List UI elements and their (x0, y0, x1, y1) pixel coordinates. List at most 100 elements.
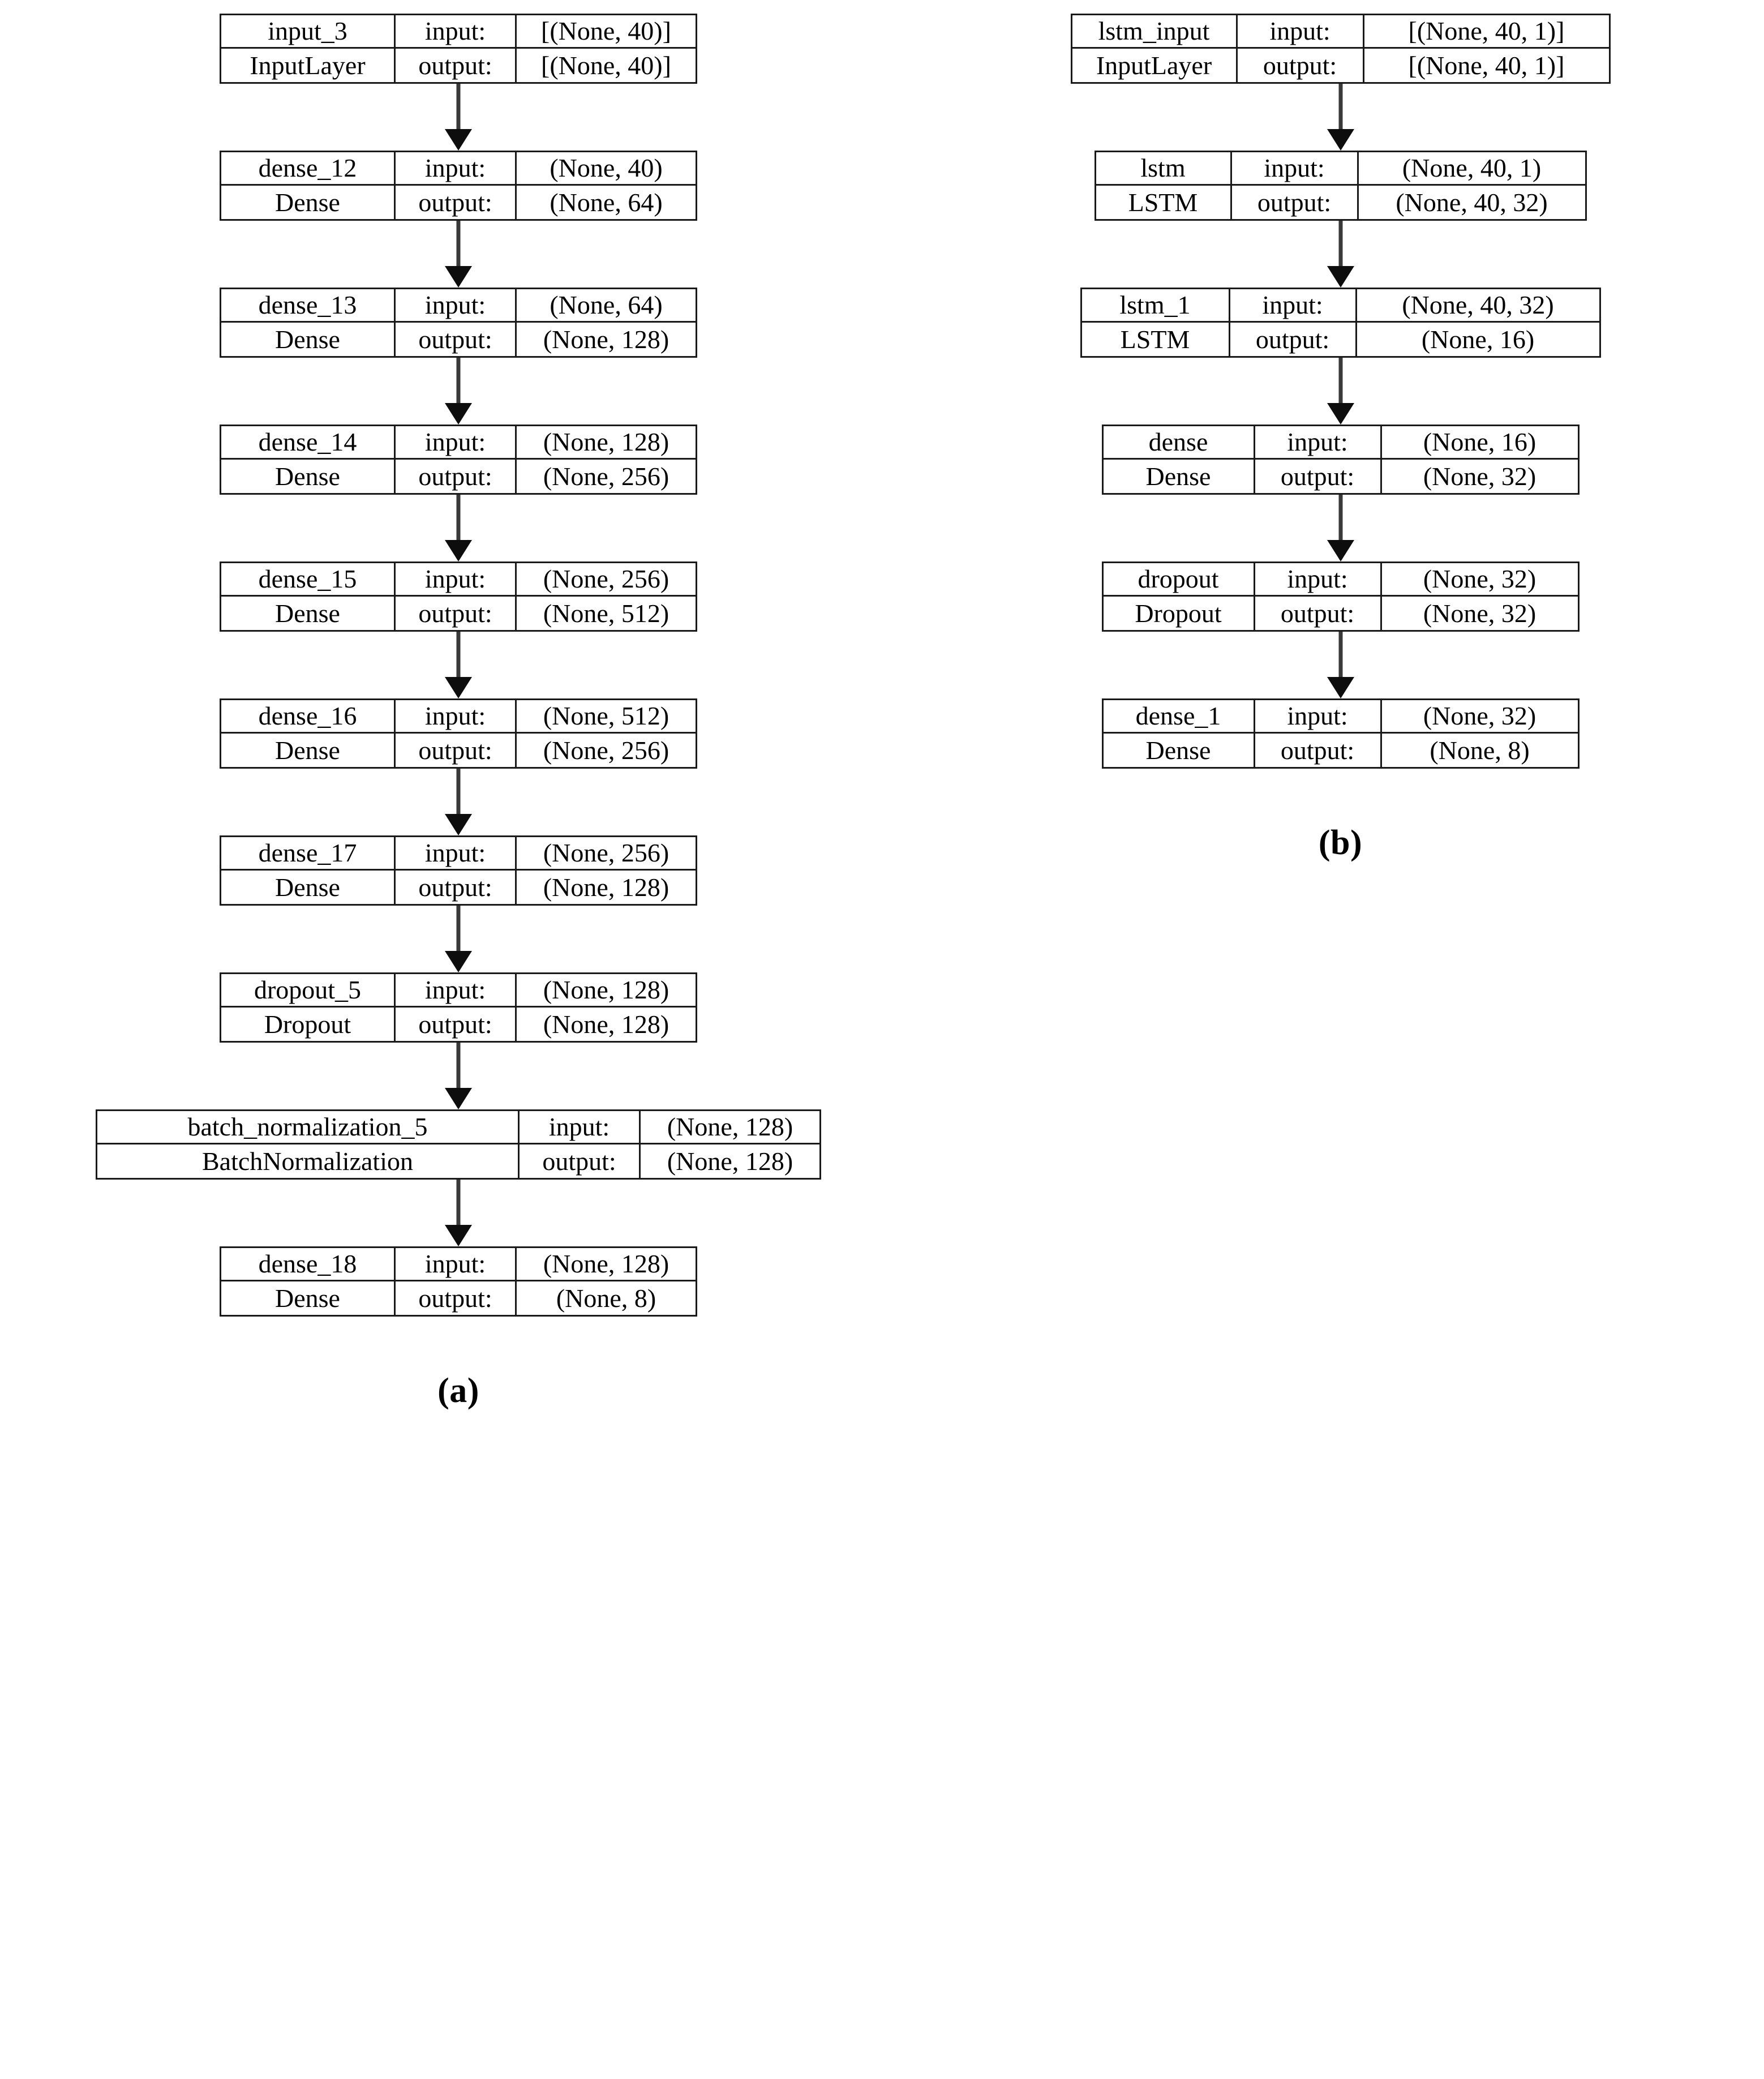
layer-type: Dense (1104, 460, 1255, 493)
input-label: input: (396, 563, 517, 597)
arrow-head (1327, 540, 1354, 561)
arrow-head (445, 951, 472, 972)
output-label: output: (520, 1144, 641, 1178)
layer-type: Dense (221, 597, 396, 630)
input-label: input: (396, 426, 517, 460)
flow-arrow-icon (1327, 358, 1354, 425)
input-shape: (None, 128) (641, 1111, 819, 1144)
flow-arrow-icon (445, 769, 472, 835)
flow-arrow-icon (445, 358, 472, 425)
output-label: output: (396, 1281, 517, 1315)
arrow-shaft (456, 221, 461, 273)
layer-type: Dropout (221, 1008, 396, 1041)
input-shape: (None, 128) (517, 426, 696, 460)
arrow-shaft (456, 1043, 461, 1095)
output-shape: [(None, 40, 1)] (1408, 50, 1565, 80)
arrow-head (445, 540, 472, 561)
flow-arrow-icon (445, 495, 472, 561)
arrow-shaft (456, 632, 461, 684)
layer-type: BatchNormalization (97, 1144, 520, 1178)
layer-name: dense_17 (221, 837, 396, 871)
output-shape: (None, 512) (543, 598, 669, 628)
output-label: output: (396, 1008, 517, 1041)
layer-type: Dense (221, 186, 396, 219)
layer-type: InputLayer (1072, 49, 1238, 82)
output-label: output: (396, 186, 517, 219)
input-shape: (None, 40, 32) (1357, 289, 1599, 323)
arrow-head (445, 814, 472, 835)
layer-name: dense (1103, 426, 1255, 460)
arrow-head (445, 1088, 472, 1109)
output-shape: (None, 40, 32) (1396, 187, 1548, 217)
flow-arrow-icon (1327, 495, 1354, 561)
panel-b-caption: (b) (1318, 824, 1363, 862)
flow-arrow-icon (445, 1043, 472, 1109)
arrow-shaft (1338, 221, 1342, 273)
input-label: input: (396, 15, 517, 49)
arrow-shaft (456, 906, 461, 958)
layer-type: Dense (221, 323, 396, 356)
output-label: output: (1238, 49, 1364, 82)
layer-type: Dense (1104, 734, 1255, 767)
output-shape: (None, 64) (550, 187, 663, 217)
layer-type: LSTM (1082, 323, 1230, 356)
arrow-head (445, 677, 472, 698)
input-label: input: (396, 837, 517, 871)
layer-name: dropout_5 (221, 974, 396, 1008)
output-shape: (None, 256) (543, 461, 669, 491)
arrow-shaft (456, 358, 461, 410)
output-label: output: (396, 734, 517, 767)
layer-name: dense_13 (221, 289, 396, 323)
input-label: input: (1237, 15, 1364, 49)
layer-name: dropout (1103, 563, 1255, 597)
layer-type: Dropout (1104, 597, 1255, 630)
input-shape: (None, 32) (1381, 563, 1578, 597)
output-shape: (None, 128) (543, 324, 669, 354)
output-label: output: (1230, 323, 1357, 356)
output-label: output: (1232, 186, 1359, 219)
layer-type: Dense (221, 1281, 396, 1315)
layer-name: dense_12 (221, 152, 396, 186)
output-label: output: (1255, 734, 1382, 767)
input-shape: (None, 128) (517, 1248, 696, 1281)
input-label: input: (396, 152, 517, 186)
input-label: input: (1231, 152, 1359, 186)
layer-type: Dense (221, 871, 396, 904)
input-label: input: (1255, 563, 1382, 597)
input-label: input: (396, 289, 517, 323)
arrow-head (445, 1225, 472, 1246)
output-shape: (None, 16) (1421, 324, 1535, 354)
layer-name: batch_normalization_5 (97, 1111, 520, 1144)
input-label: input: (396, 974, 517, 1008)
output-shape: (None, 128) (667, 1146, 793, 1176)
layer-name: dense_1 (1103, 700, 1255, 734)
input-shape: (None, 128) (517, 974, 696, 1008)
arrow-head (1327, 266, 1354, 288)
input-label: input: (1230, 289, 1357, 323)
arrow-head (445, 266, 472, 288)
output-shape: (None, 32) (1423, 598, 1536, 628)
flow-arrow-icon (1327, 221, 1354, 288)
layer-name: lstm_1 (1081, 289, 1230, 323)
arrow-shaft (1338, 632, 1342, 684)
input-shape: (None, 256) (517, 563, 696, 597)
arrow-head (445, 403, 472, 425)
flow-arrow-icon (1327, 632, 1354, 698)
output-label: output: (396, 460, 517, 493)
input-label: input: (1255, 700, 1382, 734)
